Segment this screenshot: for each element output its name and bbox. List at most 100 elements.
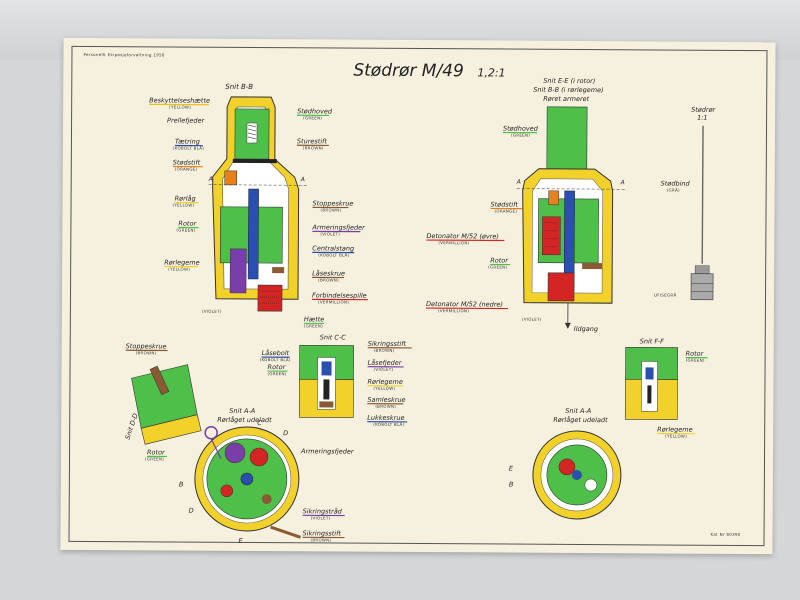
svg-text:(BROWN): (BROWN) bbox=[321, 207, 342, 212]
svg-text:Sikringstråd: Sikringstråd bbox=[303, 506, 343, 515]
svg-text:(YELLOW): (YELLOW) bbox=[665, 434, 687, 439]
svg-text:Lukkeskrue: Lukkeskrue bbox=[367, 414, 404, 422]
label-forbindelsespille: Forbindelsespille (VERMILLION) bbox=[311, 291, 368, 305]
svg-text:Detonator M/52 (nedre): Detonator M/52 (nedre) bbox=[426, 300, 503, 308]
svg-text:Armeringsfjeder: Armeringsfjeder bbox=[311, 223, 366, 231]
svg-text:Tætring: Tætring bbox=[175, 138, 200, 146]
label-r-detonator-ovre: Detonator M/52 (øvre) (VERMILLION) bbox=[426, 232, 505, 245]
snit-dd-heading: Snit D-D bbox=[124, 412, 140, 440]
svg-text:(VERMILLION): (VERMILLION) bbox=[438, 308, 469, 313]
poster-title: Stødrør M/49 bbox=[353, 61, 464, 82]
label-c-sikringsstift: Sikringsstift (BROWN) bbox=[367, 340, 412, 353]
svg-text:Prellefjeder: Prellefjeder bbox=[167, 116, 205, 124]
aa-left-mark-b: B bbox=[179, 481, 184, 489]
svg-text:Armeringsfjeder: Armeringsfjeder bbox=[300, 447, 355, 455]
label-rotor: Rotor (GREEN) bbox=[176, 220, 199, 233]
svg-text:(GREEN): (GREEN) bbox=[488, 264, 507, 269]
label-c-lukkeskrue: Lukkeskrue (KOBOLT BLÅ) bbox=[367, 414, 408, 427]
label-laseskrue: Låseskrue (BROWN) bbox=[312, 268, 345, 283]
label-r-stodhoved: Stødhoved (GREEN) bbox=[502, 125, 539, 138]
aa-left-heading-2: Rørlåget udeladt bbox=[217, 415, 272, 424]
svg-text:(BROWN): (BROWN) bbox=[310, 537, 331, 542]
svg-text:Sikringsstift: Sikringsstift bbox=[303, 529, 342, 537]
label-aa-sikringstrad: Sikringstråd (VIOLET) bbox=[302, 506, 345, 520]
poster-scale: 1,2:1 bbox=[477, 66, 505, 79]
label-b-stoppeskrue: Stoppeskrue (BROWN) bbox=[125, 342, 168, 355]
snit-dd: Stoppeskrue (BROWN) Snit D-D Rotor (GREE… bbox=[124, 342, 202, 461]
svg-text:Rørlegeme: Rørlegeme bbox=[164, 258, 199, 266]
svg-text:Låsefjeder: Låsefjeder bbox=[368, 358, 403, 367]
label-prellefjeder: Prellefjeder bbox=[167, 116, 205, 124]
poster-drawing: Personellt Ekipasjeforvaltning 1958 Stød… bbox=[83, 52, 741, 545]
right-heading-1: Snit E-E (i rotor) bbox=[543, 77, 595, 85]
svg-text:(VERMILLION): (VERMILLION) bbox=[318, 299, 349, 304]
label-rorlag: Rørlåg (YELLOW) bbox=[173, 194, 199, 208]
label-stoppeskrue: Stoppeskrue (BROWN) bbox=[312, 199, 353, 213]
fuze-full-scale: Stødrør 1:1 Stødbind (GRÅ) UFISEGRÅ bbox=[654, 106, 717, 301]
svg-text:(KOBOLT BLÅ): (KOBOLT BLÅ) bbox=[260, 357, 291, 362]
right-marker-a1: A bbox=[516, 179, 521, 186]
aa-right-heading-1: Snit A-A bbox=[565, 407, 591, 415]
right-heading-2: Snit B-B (i rørlegeme) bbox=[533, 86, 603, 94]
svg-text:Stødstift: Stødstift bbox=[491, 200, 519, 208]
label-stodhoved: Stødhoved (GREEN) bbox=[297, 107, 333, 120]
label-r-stodstift: Stødstift (ORANGE) bbox=[490, 200, 523, 214]
label-taetring: Tætring (KOBOLT BLÅ) bbox=[173, 138, 204, 151]
label-beskyttelseshaette: Beskyttelseshætte (YELLOW) bbox=[149, 96, 210, 110]
svg-text:(VERMILLION): (VERMILLION) bbox=[438, 240, 469, 245]
snit-cc-labels: Låsebolt (KOBOLT BLÅ) Rotor (GREEN) Sikr… bbox=[260, 340, 412, 427]
aa-right-mark-b: B bbox=[509, 481, 514, 489]
svg-text:(ORANGE): (ORANGE) bbox=[175, 167, 198, 172]
svg-text:(GREEN): (GREEN) bbox=[303, 115, 322, 120]
svg-text:Rørlegeme: Rørlegeme bbox=[657, 425, 692, 433]
svg-text:(VIOLET): (VIOLET) bbox=[311, 515, 331, 520]
aa-left-mark-d1: D bbox=[283, 429, 288, 437]
far-right-label: Stødbind bbox=[661, 179, 691, 187]
catalog-number: Kat Nr 80390 bbox=[711, 532, 741, 537]
publisher-text: Personellt Ekipasjeforvaltning 1958 bbox=[83, 52, 164, 57]
label-c-lasebolt: Låsebolt (KOBOLT BLÅ) bbox=[260, 348, 291, 362]
label-stodstift: Stødstift (ORANGE) bbox=[172, 158, 203, 172]
svg-text:Hætte: Hætte bbox=[304, 315, 325, 323]
label-rorlegeme: Rørlegeme (YELLOW) bbox=[164, 258, 200, 272]
label-r-rotor: Rotor (GREEN) bbox=[488, 256, 511, 270]
fuze-section-right: Snit E-E (i rotor) Snit B-B (i rørlegeme… bbox=[516, 77, 627, 333]
svg-text:Stødstift: Stødstift bbox=[173, 158, 201, 166]
label-c-rorlegeme: Rørlegeme (YELLOW) bbox=[367, 378, 404, 391]
svg-text:(YELLOW): (YELLOW) bbox=[373, 386, 395, 391]
svg-text:(GREEN): (GREEN) bbox=[686, 358, 705, 363]
right-labels: Stødhoved (GREEN) Stødstift (ORANGE) Det… bbox=[425, 125, 539, 313]
left-violet-note: (VIOLET) bbox=[202, 309, 222, 314]
svg-text:(KOBOLT BLÅ): (KOBOLT BLÅ) bbox=[173, 146, 204, 151]
snit-aa-right: Snit A-A Rørlåget udeladt E B bbox=[509, 407, 622, 520]
svg-text:(BROWN): (BROWN) bbox=[318, 277, 339, 282]
label-c-rotor: Rotor (GREEN) bbox=[268, 363, 288, 376]
label-c-samleskrue: Samleskrue (BROWN) bbox=[367, 396, 406, 409]
svg-text:Låsebolt: Låsebolt bbox=[262, 348, 290, 357]
svg-text:(KOBOLT BLÅ): (KOBOLT BLÅ) bbox=[373, 422, 404, 427]
snit-aa-left: Snit A-A Rørlåget udeladt C D E B D Arme… bbox=[179, 407, 355, 545]
right-marker-a2: A bbox=[620, 179, 625, 186]
svg-text:Stødhoved: Stødhoved bbox=[297, 107, 333, 115]
label-haette: Hætte (GREEN) bbox=[304, 315, 325, 328]
label-f-rorlegeme: Rørlegeme (YELLOW) bbox=[657, 425, 696, 439]
aa-right-heading-2: Rørlåget udeladt bbox=[553, 415, 608, 424]
svg-text:Rotor: Rotor bbox=[268, 363, 287, 371]
svg-text:(YELLOW): (YELLOW) bbox=[168, 266, 190, 271]
svg-text:(ORANGE): (ORANGE) bbox=[495, 208, 518, 213]
svg-text:Rotor: Rotor bbox=[686, 350, 705, 358]
snit-cc: Snit C-C bbox=[298, 333, 354, 418]
svg-text:(YELLOW): (YELLOW) bbox=[173, 202, 195, 207]
svg-text:Rotor: Rotor bbox=[490, 256, 509, 264]
label-b-rotor: Rotor (GREEN) bbox=[145, 448, 168, 461]
left-marker-a1: A bbox=[208, 176, 213, 183]
svg-text:(BROWN): (BROWN) bbox=[374, 348, 395, 353]
svg-text:(GREEN): (GREEN) bbox=[145, 456, 164, 461]
technical-poster: Personellt Ekipasjeforvaltning 1958 Stød… bbox=[60, 37, 776, 555]
svg-text:(GREEN): (GREEN) bbox=[511, 133, 530, 138]
aa-left-mark-e: E bbox=[238, 537, 243, 545]
svg-text:(GREEN): (GREEN) bbox=[268, 371, 287, 376]
svg-text:Sturestift: Sturestift bbox=[297, 137, 328, 145]
label-c-lasefjeder: Låsefjeder (VIOLET) bbox=[367, 358, 404, 372]
far-right-heading-2: 1:1 bbox=[697, 114, 708, 122]
